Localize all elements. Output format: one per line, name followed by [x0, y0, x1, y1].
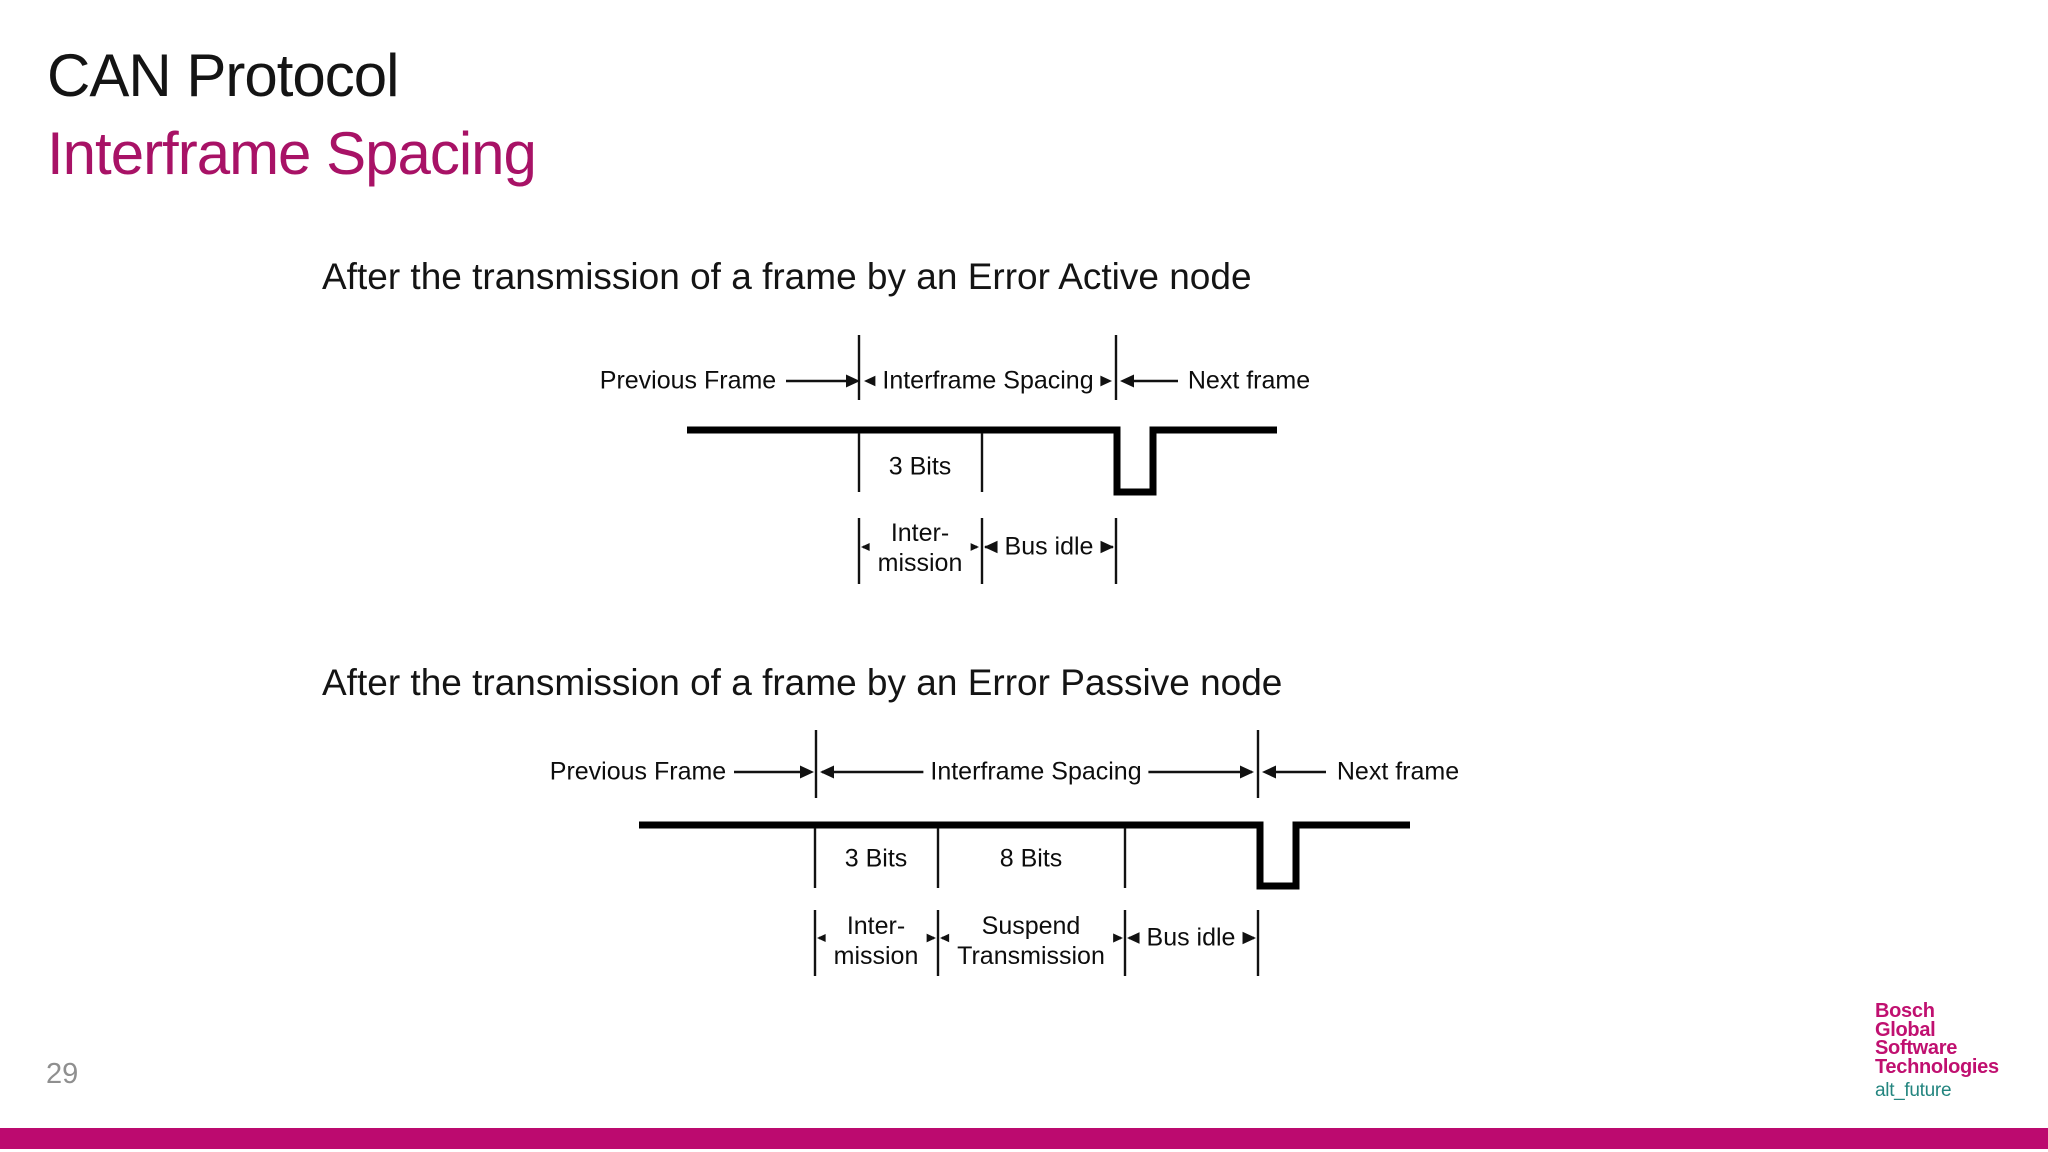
- arrowhead-left-icon: [820, 765, 834, 779]
- bus-idle-label: Bus idle: [1139, 922, 1243, 954]
- next-frame-label: Next frame: [1336, 757, 1460, 786]
- interframe-spacing-label: Interframe Spacing: [875, 365, 1101, 397]
- signal-waveform-active: [687, 426, 1277, 496]
- interframe-spacing-label: Interframe Spacing: [923, 756, 1149, 788]
- previous-frame-label: Previous Frame: [599, 366, 777, 395]
- next-frame-label: Next frame: [1187, 366, 1311, 395]
- signal-waveform-passive: [639, 821, 1410, 890]
- arrowhead-left-icon: [1262, 765, 1276, 779]
- suspend-transmission-label: Suspend Transmission: [949, 910, 1113, 972]
- diagram-active-heading: After the transmission of a frame by an …: [322, 256, 1252, 297]
- previous-frame-label: Previous Frame: [549, 757, 727, 786]
- three-bits-label: 3 Bits: [844, 844, 908, 873]
- intermission-label: Inter- mission: [869, 517, 971, 579]
- arrowhead-right-icon: [1242, 931, 1256, 945]
- bosch-logo: Bosch Global Software Technologies alt_f…: [1875, 1000, 1999, 1101]
- intermission-label: Inter- mission: [825, 910, 927, 972]
- page-subtitle: Interframe Spacing: [47, 120, 537, 187]
- logo-tagline: alt_future: [1875, 1080, 1952, 1101]
- bus-idle-label: Bus idle: [997, 531, 1101, 563]
- diagram-passive-heading: After the transmission of a frame by an …: [322, 662, 1283, 703]
- arrowhead-left-icon: [1127, 931, 1141, 945]
- eight-bits-label: 8 Bits: [999, 844, 1063, 873]
- page-title: CAN Protocol: [47, 42, 399, 109]
- arrowhead-right-icon: [1098, 374, 1112, 388]
- arrowhead-right-icon: [846, 374, 860, 388]
- page-number: 29: [46, 1058, 79, 1090]
- arrowhead-right-icon: [1100, 540, 1114, 554]
- arrowhead-left-icon: [984, 540, 998, 554]
- arrowhead-left-icon: [1120, 374, 1134, 388]
- three-bits-label: 3 Bits: [888, 452, 952, 481]
- arrowhead-left-icon: [864, 374, 878, 388]
- arrowhead-right-icon: [1240, 765, 1254, 779]
- footer-accent-bar: [0, 1128, 2048, 1149]
- arrowhead-right-icon: [800, 765, 814, 779]
